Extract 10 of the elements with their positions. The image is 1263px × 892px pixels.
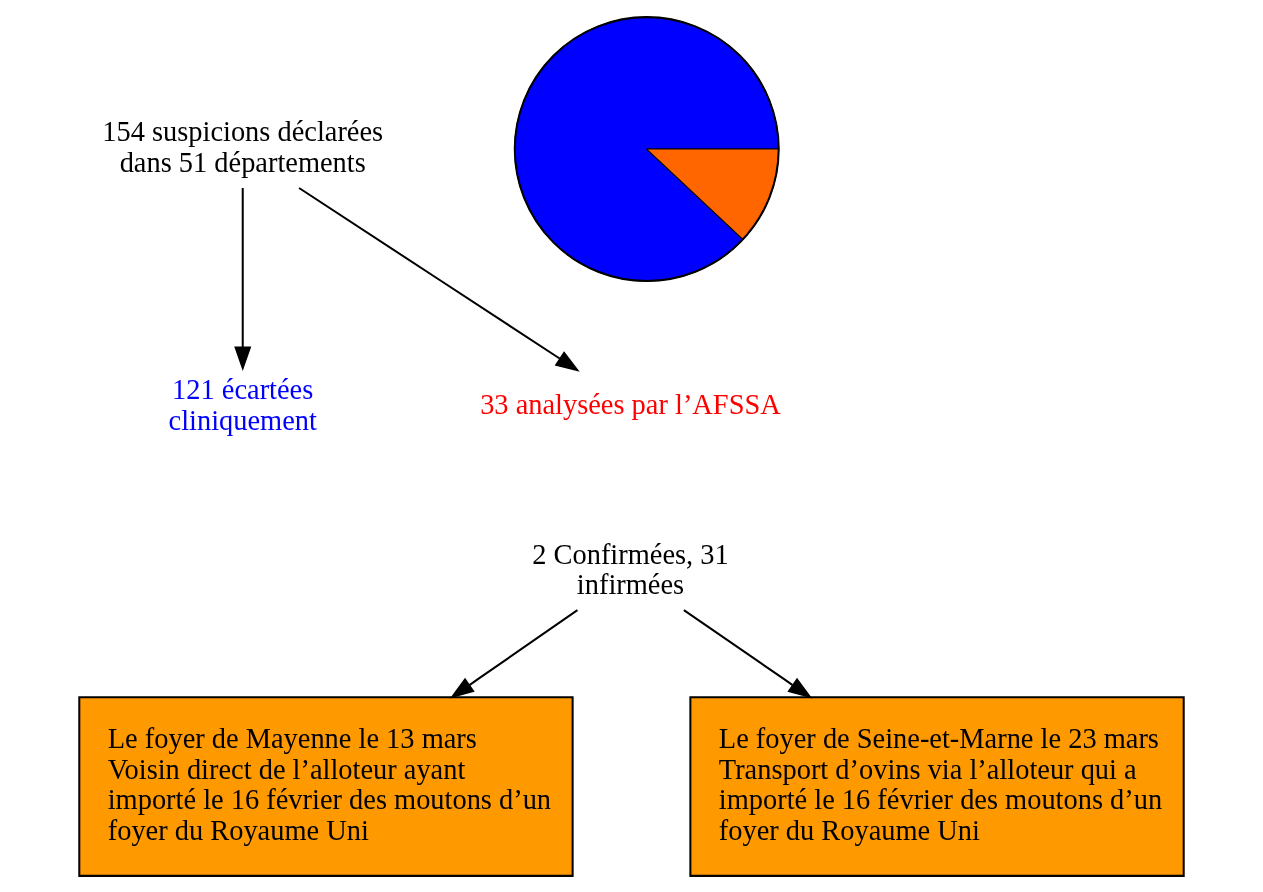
node-text: 154 suspicions déclarées dans 51 départements bbox=[102, 115, 384, 178]
node-text: 2 Confirmées, 31 infirmées bbox=[532, 538, 729, 600]
arrow bbox=[298, 186, 580, 372]
arrow bbox=[449, 608, 578, 699]
arrow bbox=[683, 608, 813, 699]
node-box: Le foyer de Mayenne le 13 mars Voisin direct de l’alloteur ayant importé le 16 février des moutons d’un foyer du Royaume Uni bbox=[78, 695, 574, 877]
node-text: 33 analysées par l’AFSSA bbox=[480, 388, 781, 420]
arrow bbox=[234, 187, 252, 371]
node-box: Le foyer de Seine-et-Marne le 23 mars Transport d’ovins via l’alloteur qui a importé le 16 février des moutons d’un foyer du Royaume Uni bbox=[689, 695, 1185, 877]
node-text: 121 écartées cliniquement bbox=[168, 373, 317, 436]
